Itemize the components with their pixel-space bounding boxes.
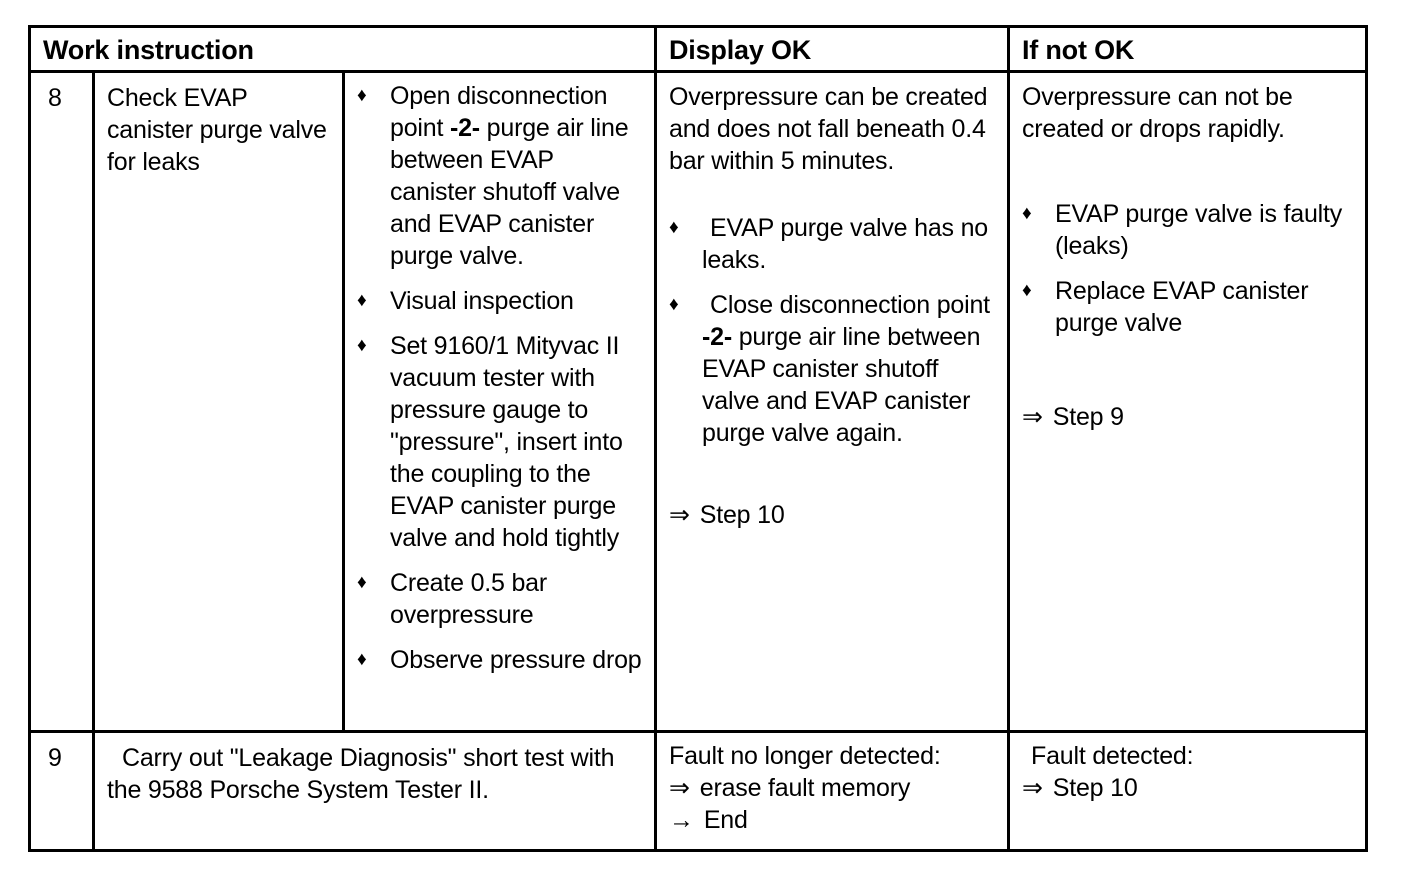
result-line: ⇒erase fault memory xyxy=(669,773,911,802)
bullet-diamond-icon: ♦ xyxy=(357,290,367,311)
column-header-display-ok: Display OK xyxy=(657,28,1010,73)
if-not-ok-item: ♦ Replace EVAP canister purge valve xyxy=(1022,275,1353,339)
work-step-item: ♦ Open disconnection point -2- purge air… xyxy=(357,80,642,272)
double-arrow-icon: ⇒ xyxy=(669,773,690,802)
bullet-diamond-icon: ♦ xyxy=(1022,203,1032,224)
row9-task-description: Carry out "Leakage Diagnosis" short test… xyxy=(95,732,657,849)
bullet-diamond-icon: ♦ xyxy=(357,85,367,106)
if-not-ok-item-text: Replace EVAP canister purge valve xyxy=(1055,277,1309,337)
bullet-diamond-icon: ♦ xyxy=(357,335,367,356)
row9-if-not-ok-cell: Fault detected: ⇒Step 10 xyxy=(1010,733,1365,850)
bullet-diamond-icon: ♦ xyxy=(1022,280,1032,301)
work-step-item: ♦ Set 9160/1 Mityvac II vacuum tester wi… xyxy=(357,330,642,554)
arrow-icon: → xyxy=(669,805,694,834)
work-step-text: Set 9160/1 Mityvac II vacuum tester with… xyxy=(390,332,623,552)
if-not-ok-intro-text: Overpressure can not be created or drops… xyxy=(1022,83,1293,143)
bullet-diamond-icon: ♦ xyxy=(357,649,367,670)
row8-display-ok-cell: Overpressure can be created and does not… xyxy=(657,73,1010,733)
work-step-text: Create 0.5 bar overpressure xyxy=(390,569,548,629)
result-line: Fault no longer detected: xyxy=(669,741,941,770)
column-header-work-instruction: Work instruction xyxy=(31,28,657,73)
double-arrow-icon: ⇒ xyxy=(1022,403,1043,431)
work-step-item: ♦ Observe pressure drop xyxy=(357,644,642,676)
row8-if-not-ok-cell: Overpressure can not be created or drops… xyxy=(1010,73,1365,733)
if-not-ok-item: ♦ EVAP purge valve is faulty (leaks) xyxy=(1022,198,1353,262)
diagnostic-procedure-table: Work instruction Display OK If not OK 8 … xyxy=(28,25,1368,852)
work-step-text: Visual inspection xyxy=(390,287,574,315)
result-line: Fault detected: xyxy=(1031,741,1194,770)
work-step-item: ♦ Visual inspection xyxy=(357,285,642,317)
row9-display-ok-cell: Fault no longer detected: ⇒erase fault m… xyxy=(657,732,1010,849)
display-ok-item: ♦ Close disconnection point -2- purge ai… xyxy=(669,289,995,449)
double-arrow-icon: ⇒ xyxy=(669,501,690,529)
work-step-text: Observe pressure drop xyxy=(390,646,642,674)
result-line: ⇒Step 10 xyxy=(1022,773,1138,802)
if-not-ok-result: ⇒ Step 9 xyxy=(1022,401,1353,433)
work-step-item: ♦ Create 0.5 bar overpressure xyxy=(357,567,642,631)
result-label: Step 10 xyxy=(699,501,785,529)
row8-work-steps-list: ♦ Open disconnection point -2- purge air… xyxy=(345,73,657,733)
display-ok-result: ⇒ Step 10 xyxy=(669,499,995,531)
display-ok-intro-text: Overpressure can be created and does not… xyxy=(669,83,988,175)
if-not-ok-bullet-list: ♦ EVAP purge valve is faulty (leaks) ♦ R… xyxy=(1022,198,1353,339)
display-ok-item: ♦ EVAP purge valve has no leaks. xyxy=(669,212,995,276)
bullet-diamond-icon: ♦ xyxy=(669,217,679,238)
display-ok-bullet-list: ♦ EVAP purge valve has no leaks. ♦ Close… xyxy=(669,212,995,449)
double-arrow-icon: ⇒ xyxy=(1022,773,1043,802)
row8-task-description: Check EVAP canister purge valve for leak… xyxy=(95,73,345,733)
display-ok-item-text: Close disconnection point -2- purge air … xyxy=(702,291,990,447)
work-step-text: Open disconnection point -2- purge air l… xyxy=(390,82,629,270)
if-not-ok-item-text: EVAP purge valve is faulty (leaks) xyxy=(1055,200,1343,260)
bullet-diamond-icon: ♦ xyxy=(669,294,679,315)
step-number-8: 8 xyxy=(31,73,95,733)
result-line: →End xyxy=(669,805,748,834)
step-number-9: 9 xyxy=(31,732,95,849)
result-label: Step 9 xyxy=(1052,403,1124,431)
column-header-if-not-ok: If not OK xyxy=(1010,28,1365,73)
display-ok-item-text: EVAP purge valve has no leaks. xyxy=(702,214,988,274)
bullet-diamond-icon: ♦ xyxy=(357,572,367,593)
